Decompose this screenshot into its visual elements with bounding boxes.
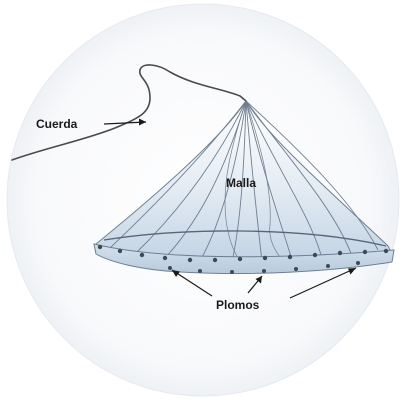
lead-weight-icon — [356, 261, 360, 265]
net-label: Malla — [226, 176, 256, 190]
lead-weight-icon — [326, 264, 330, 268]
lead-weight-icon — [263, 256, 267, 260]
lead-weight-icon — [98, 245, 102, 249]
lead-weight-icon — [288, 255, 292, 259]
rope-label: Cuerda — [36, 117, 78, 131]
lead-weight-icon — [338, 251, 342, 255]
lead-weight-icon — [313, 253, 317, 257]
lead-weight-icon — [262, 269, 266, 273]
lead-weight-icon — [238, 257, 242, 261]
lead-weight-icon — [118, 249, 122, 253]
lead-weight-icon — [140, 253, 144, 257]
lead-weight-icon — [198, 269, 202, 273]
lead-weight-icon — [168, 266, 172, 270]
lead-weight-icon — [363, 250, 367, 254]
lead-weight-icon — [384, 249, 388, 253]
lead-weight-icon — [188, 258, 192, 262]
lead-weight-icon — [163, 256, 167, 260]
lead-weight-icon — [213, 258, 217, 262]
lead-weight-icon — [230, 270, 234, 274]
weights-label: Plomos — [216, 298, 260, 312]
lead-weight-icon — [294, 267, 298, 271]
